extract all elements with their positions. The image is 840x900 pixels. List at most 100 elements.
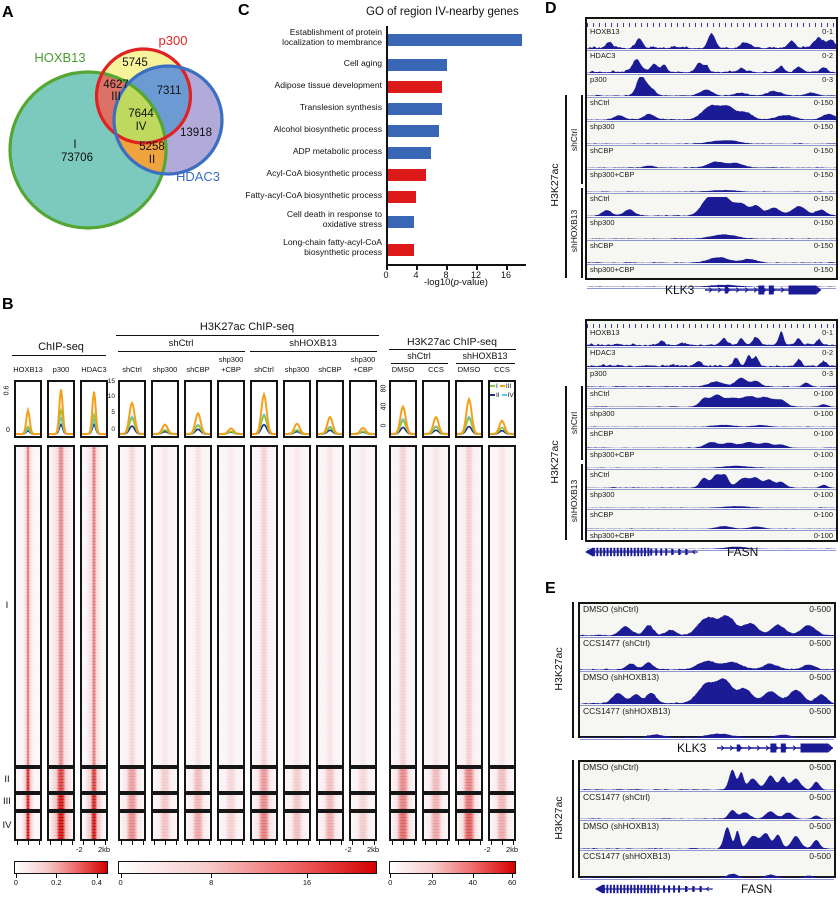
legend-swatch	[499, 385, 505, 388]
profile-curves	[490, 419, 514, 435]
track-range: 0-1	[822, 27, 833, 36]
side-bracket-shhoxb13	[581, 187, 583, 278]
side-label-h3k27ac: H3K27ac	[549, 163, 561, 207]
go-bar	[387, 191, 417, 203]
track-label: shCBP	[590, 146, 614, 156]
venn-roman-III: III	[111, 91, 121, 103]
colorbar-tick-label: 60	[508, 878, 517, 887]
venn-count: 5258	[139, 141, 165, 153]
heatmap-block-II	[151, 767, 179, 793]
heatmap-block-I	[184, 445, 212, 767]
profile-plot	[14, 380, 42, 438]
venn-count: 7311	[157, 85, 182, 97]
heatmap-block-I	[80, 445, 108, 767]
legend-swatch	[490, 394, 495, 397]
heatmap-x-tick	[341, 841, 343, 845]
heatmap-x-tick	[425, 841, 427, 845]
venn-roman-I: I	[73, 139, 76, 151]
subgroup-shctrl-label: shCtrl	[168, 338, 194, 349]
go-bar-label-line: Translesion synthesis	[299, 102, 382, 112]
profile-curves	[219, 427, 243, 435]
heatmap-block-III	[217, 793, 245, 811]
profile-plot	[316, 380, 344, 438]
gene-model-fasn	[595, 884, 713, 894]
go-bar-label-line: Cell aging	[343, 58, 382, 68]
subgroup2-shhoxb13-label: shHOXB13	[462, 351, 508, 361]
side-bracket-h3k27ac	[572, 760, 574, 878]
profile-plot	[422, 380, 450, 438]
heatmap-x-tick	[105, 841, 107, 845]
go-bar	[387, 216, 414, 228]
h3k27ac-group2-title: H3K27ac ChIP-seq	[407, 336, 497, 348]
heatmap-block-IV	[455, 811, 483, 841]
track-range: 0-100	[813, 510, 833, 520]
profile-plot	[455, 380, 483, 438]
track-label: CCS1477 (shCtrl)	[583, 638, 651, 648]
side-bracket-h3k27ac	[572, 602, 574, 738]
heatmap-x-tick	[154, 841, 156, 845]
track-range: 0-150	[813, 122, 833, 132]
track-signal	[580, 769, 834, 790]
track-label: shCtrl	[590, 388, 610, 398]
venn-count: 73706	[61, 152, 93, 164]
profile-plot	[184, 380, 212, 438]
legend-swatch	[501, 394, 507, 397]
go-bar-label: ADP metabolic process	[238, 146, 382, 157]
go-bar-label: Fatty-acyl-CoA biosynthetic process	[238, 190, 382, 201]
legend-label: III	[505, 383, 512, 390]
genome-track: CCS1477 (shCtrl)0-500	[580, 792, 834, 821]
side-bracket-shctrl	[581, 95, 583, 184]
track-signal	[580, 873, 834, 878]
colorbar	[118, 861, 377, 874]
gene-model-klk3	[717, 743, 833, 753]
column-label: CCS	[494, 365, 510, 374]
go-bar-label-line: Long-chain fatty-acyl-CoA	[283, 237, 382, 247]
chipseq-group-title: ChIP-seq	[38, 341, 84, 353]
track-signal	[587, 474, 836, 489]
heatmap-block-III	[250, 793, 278, 811]
x-tick-label-minus2: -2	[76, 845, 83, 854]
track-range: 0-100	[813, 469, 833, 479]
colorbar	[389, 861, 516, 874]
heatmap-x-tick	[436, 841, 438, 845]
track-range: 0-100	[813, 490, 833, 500]
heatmap-block-I	[250, 445, 278, 767]
venn-set-label-p300: p300	[159, 33, 188, 48]
heatmap-block-IV	[184, 811, 212, 841]
track-label: shp300	[590, 409, 615, 419]
go-bar-label: Acyl-CoA biosynthetic process	[238, 168, 382, 179]
group-underline	[250, 351, 377, 352]
track-range: 0-500	[809, 821, 831, 831]
venn-set-label-hoxb13: HOXB13	[34, 50, 85, 65]
side-bracket-shctrl	[581, 385, 583, 460]
group-underline	[389, 349, 516, 350]
column-label: p300	[52, 365, 70, 374]
heatmap-block-III	[184, 793, 212, 811]
track-signal	[587, 425, 836, 428]
track-signal	[580, 826, 834, 849]
track-signal	[587, 377, 836, 387]
track-range: 0-100	[813, 449, 833, 459]
heatmap-block-IV	[283, 811, 311, 841]
track-label: HOXB13	[590, 27, 620, 36]
heatmap-block-II	[316, 767, 344, 793]
track-signal	[587, 546, 836, 549]
colorbar-tick	[96, 874, 98, 878]
column-label: HDAC3	[81, 365, 107, 374]
heatmap-block-I	[151, 445, 179, 767]
track-signal	[587, 58, 836, 73]
legend-label: I	[496, 383, 498, 390]
heatmap-x-tick	[286, 841, 288, 845]
column-label: shCtrl	[254, 365, 274, 374]
